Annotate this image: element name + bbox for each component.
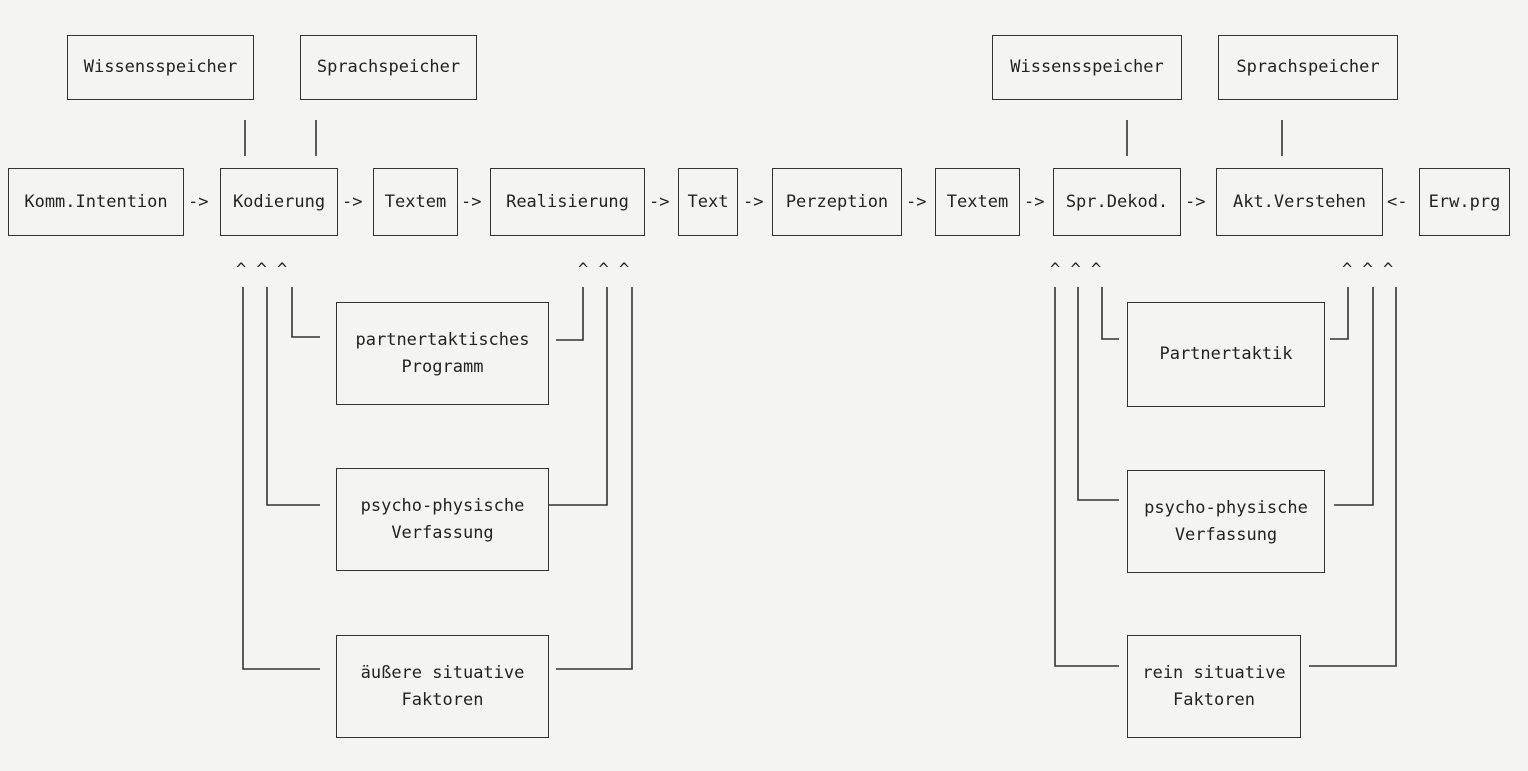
spr-dekod-label: Spr.Dekod.	[1065, 191, 1169, 212]
psycho-physische-right-line1: psycho-physische	[1144, 498, 1308, 519]
textem-1-label: Textem	[384, 191, 447, 212]
psycho-physische-right-line2: Verfassung	[1174, 524, 1278, 545]
komm-intention-label: Komm.Intention	[24, 191, 168, 212]
wissensspeicher-left-label: Wissensspeicher	[83, 57, 238, 78]
arrow-right-6: ->	[906, 192, 927, 212]
akt-verstehen-box: Akt.Verstehen	[1216, 168, 1383, 236]
wissensspeicher-left-box: Wissensspeicher	[67, 35, 254, 100]
arrow-right-3: ->	[461, 192, 482, 212]
wissensspeicher-right-box: Wissensspeicher	[992, 35, 1182, 100]
caret-row-akt-verstehen: ^ ^ ^	[1342, 260, 1394, 280]
perzeption-label: Perzeption	[785, 191, 889, 212]
text-label: Text	[687, 191, 729, 212]
connector-akt-rein	[1309, 287, 1397, 667]
psycho-physische-left-box: psycho-physische Verfassung	[336, 468, 549, 571]
arrow-right-5: ->	[743, 192, 764, 212]
connector-kod-aeussere	[242, 287, 320, 670]
partnertaktisches-programm-box: partnertaktisches Programm	[336, 302, 549, 405]
caret-row-kodierung: ^ ^ ^	[236, 260, 288, 280]
partnertaktisches-line1: partnertaktisches	[355, 330, 530, 351]
connector-akt-partner	[1330, 287, 1349, 340]
connector-akt-psycho	[1334, 287, 1374, 506]
spr-dekod-box: Spr.Dekod.	[1053, 168, 1181, 236]
komm-intention-box: Komm.Intention	[8, 168, 184, 236]
textem-2-label: Textem	[946, 191, 1009, 212]
erw-prg-label: Erw.prg	[1428, 191, 1501, 212]
rein-situative-line2: Faktoren	[1173, 689, 1255, 710]
connector-dek-rein	[1054, 287, 1119, 667]
aeussere-situative-box: äußere situative Faktoren	[336, 635, 549, 738]
rein-situative-box: rein situative Faktoren	[1127, 635, 1301, 738]
partnertaktisches-line2: Programm	[401, 356, 484, 377]
psycho-physische-left-line2: Verfassung	[391, 522, 494, 543]
arrow-right-4: ->	[649, 192, 670, 212]
connector-kod-partner	[291, 287, 320, 338]
psycho-physische-left-line1: psycho-physische	[360, 496, 525, 517]
connector-real-psycho	[548, 287, 608, 506]
rein-situative-line1: rein situative	[1142, 663, 1286, 684]
connector-real-partner	[556, 287, 584, 341]
realisierung-label: Realisierung	[506, 191, 629, 212]
sprachspeicher-left-box: Sprachspeicher	[300, 35, 477, 100]
erw-prg-box: Erw.prg	[1419, 168, 1510, 236]
psycho-physische-right-box: psycho-physische Verfassung	[1127, 470, 1325, 573]
arrow-left-1: <-	[1387, 192, 1408, 212]
aeussere-situative-line1: äußere situative	[360, 663, 525, 684]
connector-kod-psycho	[266, 287, 320, 506]
connector-dek-psycho	[1077, 287, 1119, 501]
caret-row-spr-dekod: ^ ^ ^	[1050, 260, 1102, 280]
connector-dek-partner	[1101, 287, 1119, 340]
arrow-right-2: ->	[342, 192, 363, 212]
textem-1-box: Textem	[373, 168, 458, 236]
perzeption-box: Perzeption	[772, 168, 902, 236]
kodierung-box: Kodierung	[220, 168, 338, 236]
sprachspeicher-left-label: Sprachspeicher	[316, 57, 461, 78]
sprachspeicher-right-box: Sprachspeicher	[1218, 35, 1398, 100]
wissensspeicher-right-label: Wissensspeicher	[1010, 57, 1164, 78]
partnertaktik-box: Partnertaktik	[1127, 302, 1325, 407]
kodierung-label: Kodierung	[232, 191, 326, 212]
arrow-right-1: ->	[188, 192, 209, 212]
sprachspeicher-right-label: Sprachspeicher	[1236, 57, 1380, 78]
akt-verstehen-label: Akt.Verstehen	[1232, 191, 1367, 212]
text-box: Text	[678, 168, 738, 236]
connector-real-aeussere	[556, 287, 633, 670]
arrow-right-8: ->	[1185, 192, 1206, 212]
arrow-right-7: ->	[1024, 192, 1045, 212]
aeussere-situative-line2: Faktoren	[401, 689, 484, 710]
partnertaktik-label: Partnertaktik	[1159, 344, 1293, 365]
realisierung-box: Realisierung	[490, 168, 645, 236]
caret-row-realisierung: ^ ^ ^	[578, 260, 630, 280]
textem-2-box: Textem	[935, 168, 1020, 236]
